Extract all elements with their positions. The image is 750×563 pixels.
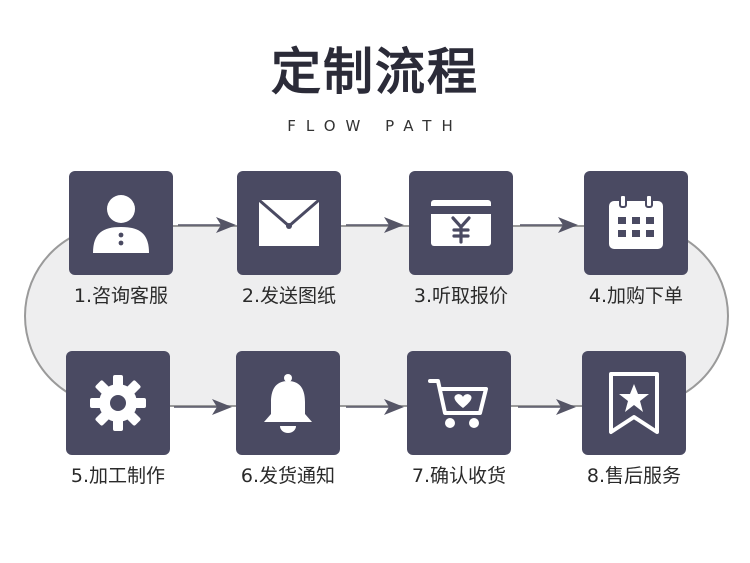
step-6: 6.发货通知 [236,351,340,489]
step-3-label: 3.听取报价 [413,285,509,307]
page-title: 定制流程 [271,43,479,101]
arrow-right-icon [174,399,232,415]
page-subtitle: FLOW PATH [287,117,463,135]
calendar-icon [609,194,663,249]
step-3: 3.听取报价 [409,171,513,309]
step-2: 2.发送图纸 [237,171,341,309]
step-8-tile [582,351,686,455]
step-1-tile [69,171,173,275]
arrow-right-icon [518,399,576,415]
step-4-tile [584,171,688,275]
bell-icon [264,374,312,433]
arrow-right-icon [178,217,236,233]
arrow-right-icon [520,217,578,233]
step-5: 5.加工制作 [66,351,170,489]
cart-icon [428,379,488,428]
step-3-tile [409,171,513,275]
user-icon [93,195,149,253]
step-2-label: 2.发送图纸 [241,285,337,307]
step-4: 4.加购下单 [584,171,688,309]
step-7: 7.确认收货 [407,351,511,489]
gear-icon [90,375,146,431]
envelope-icon [258,198,320,246]
step-6-tile [236,351,340,455]
step-1: 1.咨询客服 [69,171,173,309]
step-4-label: 4.加购下单 [588,285,684,307]
star-bookmark-icon [609,372,659,434]
yen-card-icon [431,200,491,246]
step-8: 8.售后服务 [582,351,686,489]
arrow-right-icon [346,217,404,233]
step-7-tile [407,351,511,455]
step-2-tile [237,171,341,275]
step-1-label: 1.咨询客服 [73,285,169,307]
step-8-label: 8.售后服务 [586,465,682,487]
step-7-label: 7.确认收货 [411,465,507,487]
step-5-tile [66,351,170,455]
step-6-label: 6.发货通知 [240,465,336,487]
arrow-right-icon [346,399,404,415]
step-5-label: 5.加工制作 [70,465,166,487]
